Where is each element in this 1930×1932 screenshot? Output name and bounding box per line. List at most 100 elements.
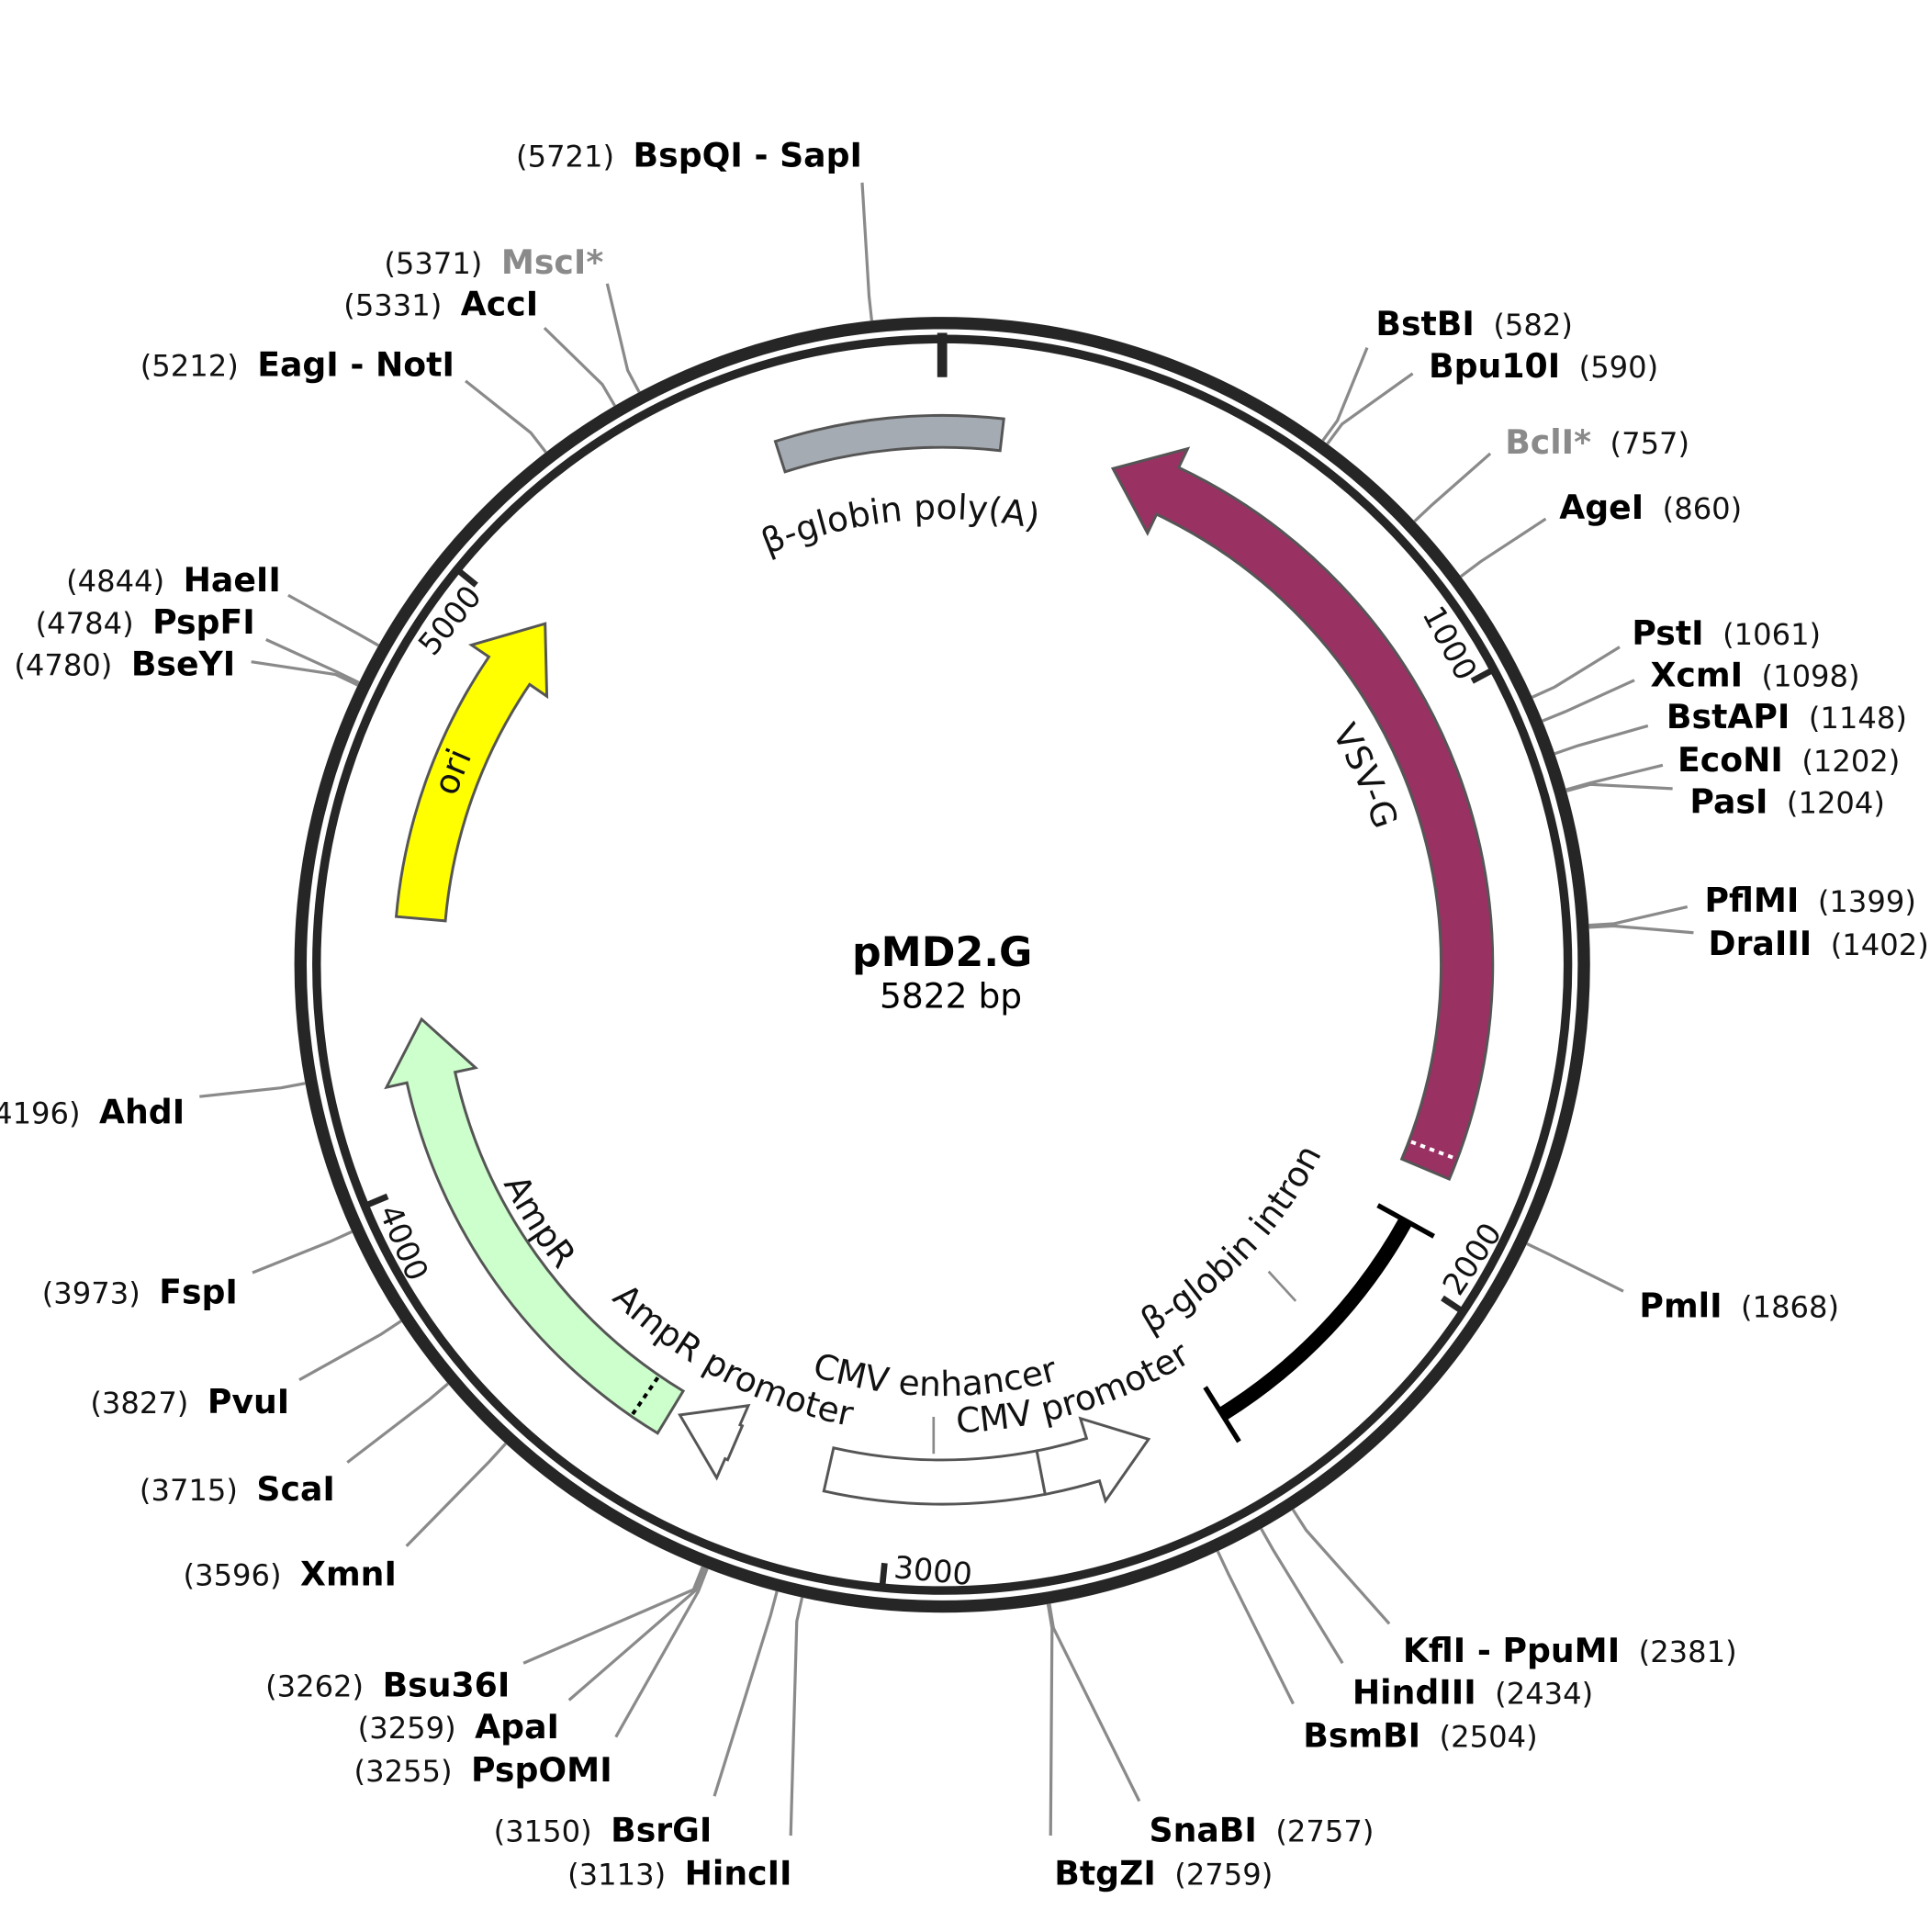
feature-junction-marker — [631, 1376, 660, 1416]
enzyme-site-psti[interactable]: PstI (1061) — [1632, 613, 1821, 653]
enzyme-site-agei[interactable]: AgeI (860) — [1559, 488, 1742, 527]
enzyme-position: (3262) — [265, 1668, 364, 1703]
label-path — [599, 519, 1227, 680]
enzyme-site-pspomi[interactable]: (3255) PspOMI — [354, 1750, 612, 1790]
enzyme-site-pasi[interactable]: PasI (1204) — [1689, 782, 1885, 822]
enzyme-leader-line — [265, 638, 360, 684]
enzyme-name: BseYI — [131, 644, 235, 683]
enzyme-site-bspqi-sapi[interactable]: (5721) BspQI - SapI — [516, 135, 862, 174]
enzyme-position: (4196) — [0, 1096, 81, 1131]
enzyme-name: BsrGI — [611, 1811, 712, 1850]
enzyme-position: (5212) — [140, 348, 239, 383]
enzyme-leader-line — [287, 593, 380, 647]
enzyme-name: PasI — [1689, 782, 1767, 822]
enzyme-name: ScaI — [256, 1469, 334, 1509]
enzyme-position: (2759) — [1174, 1858, 1273, 1893]
spacer — [282, 1558, 300, 1593]
enzyme-site-bstapi[interactable]: BstAPI (1148) — [1666, 697, 1907, 736]
spacer — [188, 1386, 207, 1421]
enzyme-leader-line — [522, 1566, 704, 1665]
enzyme-site-econi[interactable]: EcoNI (1202) — [1678, 740, 1900, 780]
feature-cmv-enhancer[interactable] — [822, 1445, 1048, 1506]
enzyme-name: ApaI — [475, 1707, 559, 1747]
spacer — [239, 348, 257, 383]
enzyme-position: (1402) — [1831, 927, 1929, 962]
enzyme-site-haeii[interactable]: (4844) HaeII — [66, 560, 281, 600]
enzyme-site-kfli-ppumi[interactable]: KflI - PpuMI (2381) — [1403, 1631, 1737, 1670]
enzyme-site-bsu36i[interactable]: (3262) Bsu36I — [265, 1665, 510, 1704]
enzyme-position: (3596) — [184, 1558, 282, 1593]
enzyme-name: MscI* — [501, 242, 604, 282]
enzyme-site-xmni[interactable]: (3596) XmnI — [184, 1555, 397, 1594]
tick-label: 3000 — [892, 1549, 974, 1592]
tick-mark — [456, 568, 478, 588]
enzyme-position: (2504) — [1440, 1719, 1538, 1754]
enzyme-name: AgeI — [1559, 488, 1644, 527]
enzyme-position: (757) — [1610, 426, 1690, 461]
enzyme-site-bsmbi[interactable]: BsmBI (2504) — [1303, 1715, 1537, 1755]
enzyme-site-hindiii[interactable]: HindIII (2434) — [1352, 1673, 1593, 1713]
enzyme-site-apai[interactable]: (3259) ApaI — [358, 1707, 559, 1747]
enzyme-site-bstbi[interactable]: BstBI (582) — [1375, 304, 1573, 343]
feature-cmv-promoter[interactable] — [1035, 1416, 1151, 1504]
enzyme-site-bsrgi[interactable]: (3150) BsrGI — [494, 1811, 713, 1850]
spacer — [592, 1814, 611, 1849]
enzyme-name: PstI — [1632, 613, 1703, 653]
spacer — [614, 139, 633, 174]
enzyme-site-btgzi[interactable]: BtgZI (2759) — [1054, 1854, 1273, 1893]
enzyme-leader-line — [1048, 1603, 1141, 1803]
spacer — [140, 1276, 159, 1311]
spacer — [1620, 1634, 1638, 1669]
enzyme-site-eagi-noti[interactable]: (5212) EagI - NotI — [140, 344, 454, 384]
label-path — [452, 859, 836, 1443]
backbone-ring — [294, 317, 1590, 1613]
feature-globin-intron[interactable] — [1217, 1217, 1413, 1421]
enzyme-site-acci[interactable]: (5331) AccI — [343, 285, 538, 324]
feature-label-text: β-globin intron — [1134, 1139, 1330, 1342]
enzyme-leader-line — [860, 182, 874, 321]
enzyme-leader-line — [543, 326, 616, 407]
feature-ampr-promoter[interactable] — [678, 1403, 751, 1481]
enzyme-site-pflmi[interactable]: PflMI (1399) — [1705, 881, 1916, 920]
enzyme-site-bseyi[interactable]: (4780) BseYI — [14, 644, 235, 683]
enzyme-site-bpu10i[interactable]: Bpu10I (590) — [1429, 346, 1658, 386]
enzyme-position: (5371) — [384, 246, 482, 281]
enzyme-position: (1098) — [1762, 658, 1860, 693]
enzyme-site-pvui[interactable]: (3827) PvuI — [90, 1382, 289, 1421]
spacer — [1420, 1719, 1439, 1754]
enzyme-name: PflMI — [1705, 881, 1800, 920]
enzyme-site-bcli[interactable]: BclI* (757) — [1505, 422, 1689, 462]
enzyme-site-pmli[interactable]: PmlI (1868) — [1639, 1286, 1839, 1325]
spacer — [112, 647, 130, 682]
enzyme-position: (4780) — [14, 647, 112, 682]
feature-vsv-g[interactable] — [1110, 446, 1495, 1181]
enzyme-site-draiii[interactable]: DraIII (1402) — [1709, 924, 1929, 963]
enzyme-position: (2381) — [1639, 1634, 1737, 1669]
enzyme-position: (1399) — [1818, 884, 1916, 919]
enzyme-leader-line — [1460, 517, 1547, 578]
enzyme-site-fspi[interactable]: (3973) FspI — [42, 1273, 238, 1312]
enzyme-leader-line — [298, 1320, 402, 1382]
enzyme-position: (1204) — [1787, 786, 1885, 821]
enzyme-site-msci[interactable]: (5371) MscI* — [384, 242, 603, 282]
enzyme-name: EagI - NotI — [257, 344, 454, 384]
feature-ampr[interactable] — [384, 1017, 686, 1435]
enzyme-position: (860) — [1663, 491, 1743, 526]
enzyme-site-ahdi[interactable]: (4196) AhdI — [0, 1093, 185, 1132]
enzyme-position: (1868) — [1741, 1289, 1839, 1324]
spacer — [134, 606, 152, 641]
enzyme-position: (5721) — [516, 139, 614, 174]
feature-ori[interactable] — [394, 622, 549, 923]
feature-label-globin-poly-a: β-globin poly(A) — [756, 487, 1043, 562]
enzyme-site-pspfi[interactable]: (4784) PspFI — [36, 602, 255, 642]
enzyme-position: (4784) — [36, 606, 134, 641]
enzyme-site-snabi[interactable]: SnaBI (2757) — [1150, 1811, 1375, 1850]
enzyme-site-hincii[interactable]: (3113) HincII — [567, 1854, 791, 1893]
enzyme-name: PspFI — [152, 602, 255, 642]
enzyme-position: (5331) — [343, 288, 442, 323]
feature-globin-poly-a[interactable] — [773, 413, 1005, 474]
enzyme-site-xcmi[interactable]: XcmI (1098) — [1650, 655, 1859, 694]
enzyme-position: (4844) — [66, 564, 164, 599]
enzyme-site-scai[interactable]: (3715) ScaI — [140, 1469, 335, 1509]
enzyme-position: (3827) — [90, 1386, 188, 1421]
